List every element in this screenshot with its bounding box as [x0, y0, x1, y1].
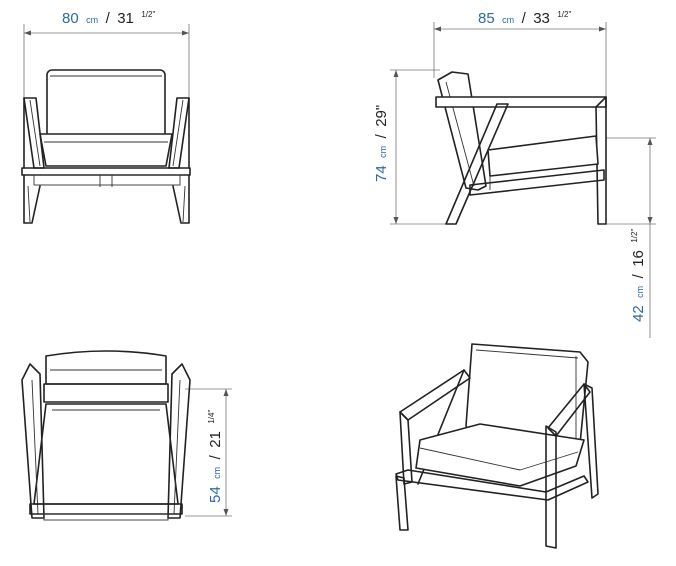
perspective-chair-drawing [395, 343, 599, 549]
height-dimension-line [390, 69, 448, 225]
height-dimension-label: 74 cm / 29" [373, 105, 390, 182]
perspective-view [395, 343, 599, 549]
seat-depth-dimension-line [185, 388, 232, 517]
side-chair-drawing [435, 71, 607, 225]
depth-dimension-line [433, 22, 607, 100]
front-view: 80 cm / 31 1/2" [21, 10, 191, 224]
seat-height-dimension-line [606, 137, 656, 338]
depth-dimension-label: 85 cm / 33 1/2" [478, 10, 571, 27]
side-view: 85 cm / 33 1/2" 74 cm / 29" [373, 10, 656, 338]
seat-depth-dimension-label: 54 cm / 21 1/4" [207, 410, 224, 503]
width-dimension-label: 80 cm / 31 1/2" [62, 10, 155, 27]
top-view: 54 cm / 21 1/4" [21, 350, 232, 521]
width-dimension-line [23, 24, 190, 105]
front-chair-drawing [21, 69, 191, 224]
top-chair-drawing [21, 350, 191, 521]
seat-height-dimension-label: 42 cm / 16 1/2" [630, 229, 647, 322]
